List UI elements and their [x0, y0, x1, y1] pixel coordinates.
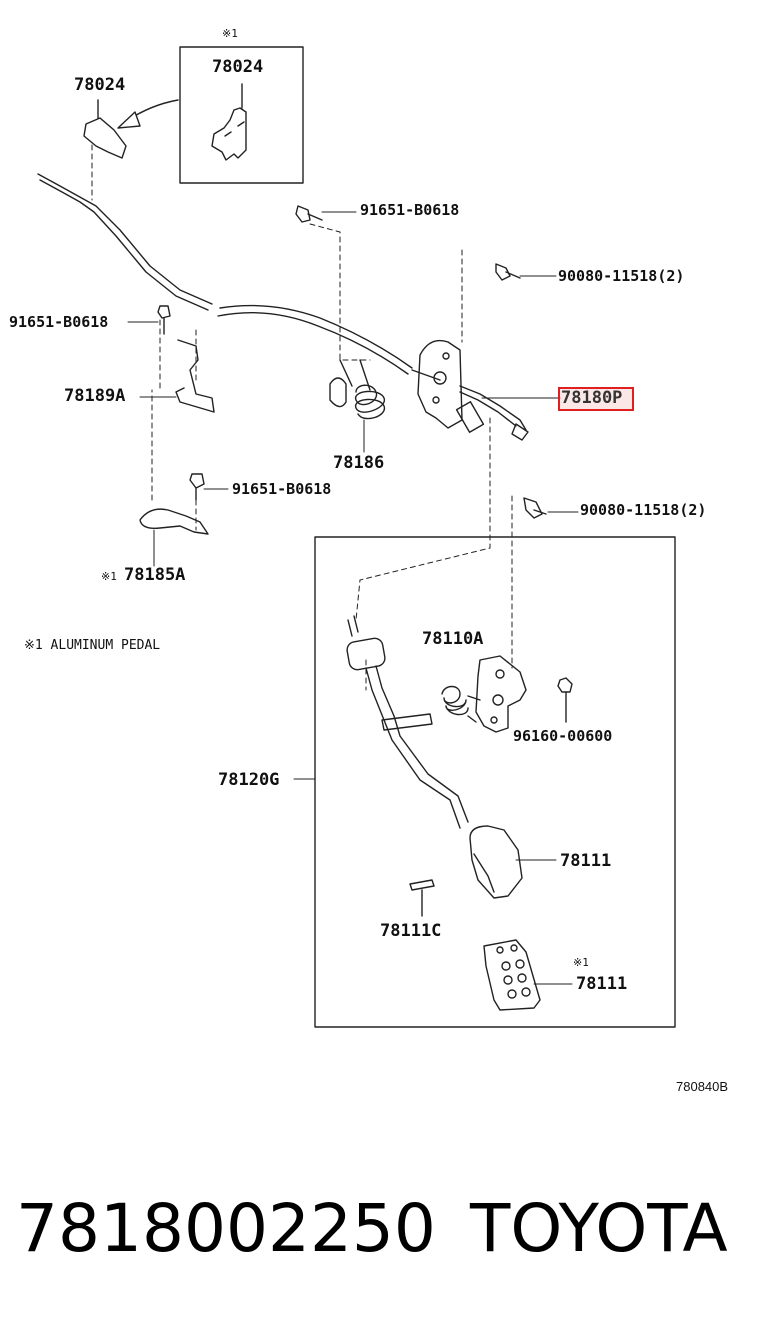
- label-78185A: 78185A: [124, 565, 186, 585]
- label-91651-top: 91651-B0618: [360, 201, 460, 219]
- bolt-icons: [157, 205, 547, 519]
- footer-brand: TOYOTA: [470, 1190, 728, 1267]
- cable-outer-left-b: [39, 179, 209, 311]
- label-78111C: 78111C: [380, 921, 442, 941]
- label-90080-top: 90080-11518(2): [558, 267, 685, 285]
- cable-bracket-plate: [417, 339, 463, 429]
- label-78110A: 78110A: [422, 629, 484, 649]
- spring-78110A: [441, 685, 469, 716]
- bracket-78110A: [475, 655, 527, 733]
- pin-78111C: [409, 879, 435, 891]
- cable-outer-right-a: [219, 304, 413, 369]
- label-78186: 78186: [333, 453, 385, 473]
- pedal-pad-aluminum: [483, 939, 541, 1011]
- label-78189A: 78189A: [64, 386, 126, 406]
- footer-part-number: 7818002250: [16, 1190, 436, 1267]
- label-78024-inset: 78024: [212, 57, 264, 77]
- pedal-arm-b: [375, 665, 469, 823]
- aluminum-pedal-note: ※1 ALUMINUM PEDAL: [24, 638, 161, 653]
- figure-code: 780840B: [676, 1079, 729, 1094]
- spring-78186-a: [329, 377, 347, 408]
- mark-78111-aluminum: ※1: [573, 956, 589, 969]
- bracket-inset-shape: [211, 107, 247, 161]
- cable-outer-right-b: [217, 311, 409, 375]
- label-78120G: 78120G: [218, 770, 280, 790]
- clip-78189A: [175, 339, 215, 413]
- label-90080-mid: 90080-11518(2): [580, 501, 707, 519]
- pedal-pad-78111: [469, 825, 523, 899]
- mark-78185A: ※1: [101, 570, 117, 583]
- spring-78186-b: [355, 384, 385, 420]
- nut-96160: [557, 677, 573, 693]
- bracket-78024-shape: [83, 117, 127, 159]
- cable-outer-left-a: [37, 173, 213, 305]
- label-96160: 96160-00600: [513, 727, 613, 745]
- inset-note-mark: ※1: [222, 27, 238, 40]
- highlight-78180P: [558, 387, 634, 411]
- label-91651-left: 91651-B0618: [9, 313, 109, 331]
- pedal-assembly-box: [314, 536, 676, 1028]
- label-78180P[interactable]: 78180P: [561, 388, 623, 408]
- pedal-arm-a: [365, 667, 461, 829]
- bracket-inset-box: [179, 46, 304, 184]
- pedal-arm-top: [346, 637, 386, 671]
- label-78111: 78111: [560, 851, 612, 871]
- label-78111-aluminum: 78111: [576, 974, 628, 994]
- inset-arrow-head: [117, 111, 141, 129]
- label-91651-mid: 91651-B0618: [232, 480, 332, 498]
- label-78024: 78024: [74, 75, 126, 95]
- clip-78185A: [139, 508, 209, 535]
